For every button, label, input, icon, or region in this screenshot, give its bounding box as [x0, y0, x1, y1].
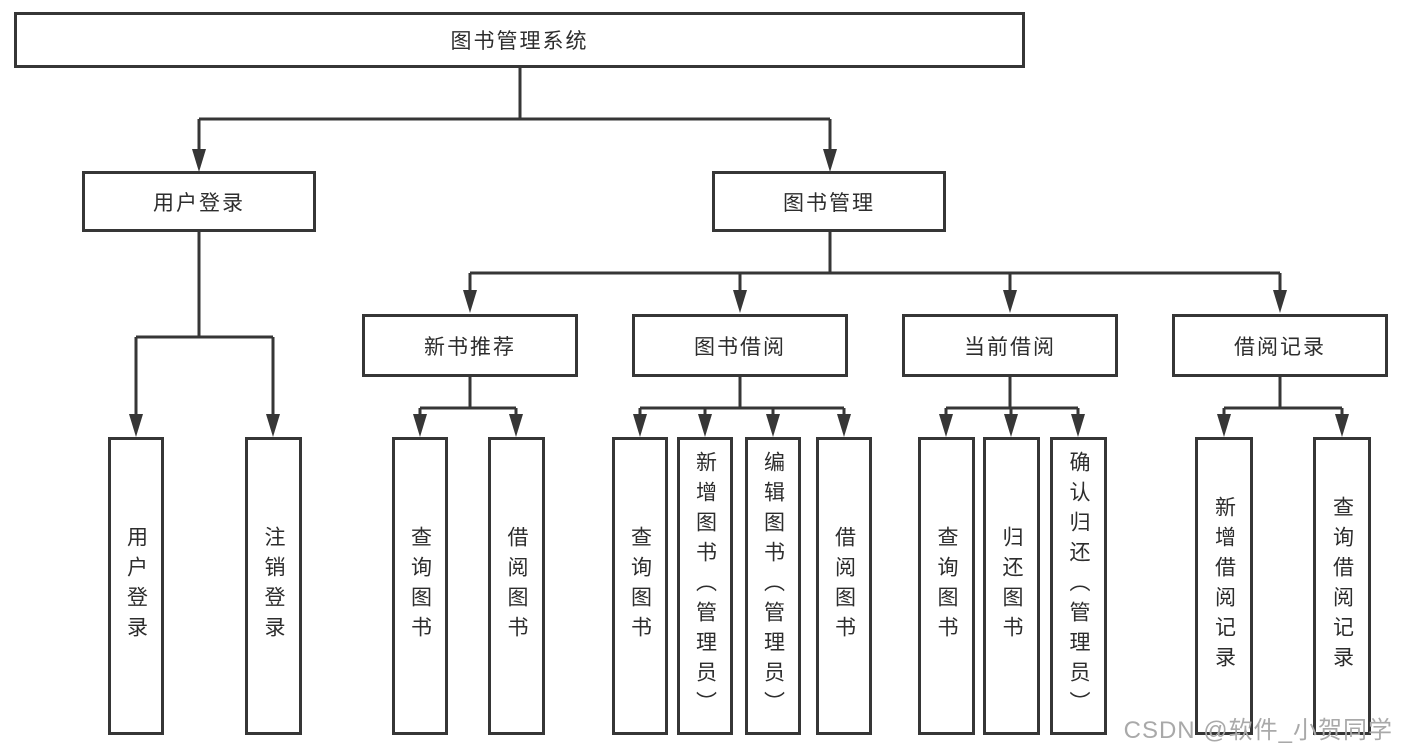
- leaf-borrow-query-books-label: 查询图书: [628, 526, 652, 646]
- arrow-newbook-icon: [463, 290, 477, 313]
- leaf-add-borrow-record-label: 新增借阅记录: [1212, 496, 1236, 676]
- leaf-borrow-books: 借阅图书: [816, 437, 872, 735]
- leaf-add-books-admin-label: 新增图书（管理员）: [693, 451, 717, 721]
- leaf-logout-label: 注销登录: [262, 526, 286, 646]
- leaf-confirm-return-admin: 确认归还（管理员）: [1050, 437, 1107, 735]
- leaf-user-login-label: 用户登录: [124, 526, 148, 646]
- leaf-user-login: 用户登录: [108, 437, 164, 735]
- leaf-borrow-books-label: 借阅图书: [832, 526, 856, 646]
- node-new-book-recommend: 新书推荐: [362, 314, 578, 377]
- leaf-return-books-label: 归还图书: [1000, 526, 1024, 646]
- csdn-watermark: CSDN @软件_小贺同学: [1123, 717, 1393, 744]
- node-new-book-recommend-label: 新书推荐: [424, 335, 516, 359]
- node-root-system: 图书管理系统: [14, 12, 1025, 68]
- arrow-current-icon: [1003, 290, 1017, 313]
- leaf-newbook-query-books: 查询图书: [392, 437, 448, 735]
- node-borrow-records: 借阅记录: [1172, 314, 1388, 377]
- arrow-current-c2-icon: [1004, 414, 1018, 437]
- arrow-borrow-c3-icon: [766, 414, 780, 437]
- leaf-confirm-return-admin-label: 确认归还（管理员）: [1067, 451, 1091, 721]
- arrow-user-login-icon: [192, 149, 206, 172]
- node-book-borrowing-label: 图书借阅: [694, 335, 786, 359]
- leaf-current-query-books-label: 查询图书: [935, 526, 959, 646]
- leaf-query-borrow-record-label: 查询借阅记录: [1330, 496, 1354, 676]
- node-book-management: 图书管理: [712, 171, 946, 232]
- leaf-return-books: 归还图书: [983, 437, 1040, 735]
- leaf-logout: 注销登录: [245, 437, 302, 735]
- arrow-records-icon: [1273, 290, 1287, 313]
- node-root-label: 图书管理系统: [450, 30, 589, 53]
- leaf-newbook-borrow-books-label: 借阅图书: [505, 526, 529, 646]
- node-user-login-label: 用户登录: [153, 191, 245, 215]
- leaf-edit-books-admin: 编辑图书（管理员）: [745, 437, 801, 735]
- node-current-borrowing: 当前借阅: [902, 314, 1118, 377]
- leaf-borrow-query-books: 查询图书: [612, 437, 668, 735]
- node-book-management-label: 图书管理: [783, 191, 875, 215]
- arrow-borrow-c1-icon: [633, 414, 647, 437]
- arrow-newbook-c1-icon: [413, 414, 427, 437]
- arrow-borrow-c4-icon: [837, 414, 851, 437]
- leaf-query-borrow-record: 查询借阅记录: [1313, 437, 1371, 735]
- leaf-add-books-admin: 新增图书（管理员）: [677, 437, 733, 735]
- arrow-book-mgmt-icon: [823, 149, 837, 172]
- leaf-edit-books-admin-label: 编辑图书（管理员）: [761, 451, 785, 721]
- leaf-current-query-books: 查询图书: [918, 437, 975, 735]
- node-user-login: 用户登录: [82, 171, 316, 232]
- arrow-borrow-c2-icon: [698, 414, 712, 437]
- arrow-leaf-logout-icon: [266, 414, 280, 437]
- node-borrow-records-label: 借阅记录: [1234, 335, 1326, 359]
- arrow-current-c3-icon: [1071, 414, 1085, 437]
- leaf-newbook-query-books-label: 查询图书: [408, 526, 432, 646]
- node-current-borrowing-label: 当前借阅: [964, 335, 1056, 359]
- leaf-newbook-borrow-books: 借阅图书: [488, 437, 545, 735]
- arrow-records-c1-icon: [1217, 414, 1231, 437]
- arrow-records-c2-icon: [1335, 414, 1349, 437]
- arrow-leaf-login-icon: [129, 414, 143, 437]
- leaf-add-borrow-record: 新增借阅记录: [1195, 437, 1253, 735]
- arrow-newbook-c2-icon: [509, 414, 523, 437]
- node-book-borrowing: 图书借阅: [632, 314, 848, 377]
- arrow-borrow-icon: [733, 290, 747, 313]
- arrow-current-c1-icon: [939, 414, 953, 437]
